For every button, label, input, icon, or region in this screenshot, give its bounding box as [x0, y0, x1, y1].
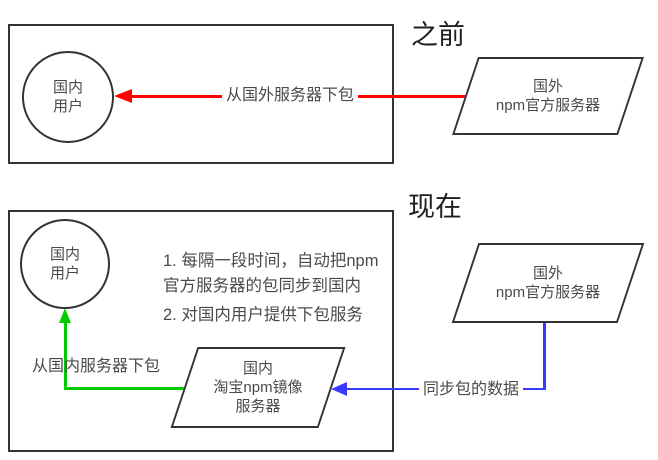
- before-user-node-label: 国内 用户: [52, 79, 83, 115]
- now-foreign-server-label: 国外 npm官方服务器: [495, 265, 601, 301]
- now-title: 现在: [408, 192, 462, 222]
- now-download-arrow-vertical-line: [64, 320, 67, 389]
- sync-arrowhead-icon: [331, 382, 347, 396]
- now-user-node-label: 国内 用户: [49, 246, 80, 282]
- sync-data-label: 同步包的数据: [418, 380, 524, 400]
- before-title: 之前: [411, 20, 465, 50]
- before-foreign-server-label: 国外 npm官方服务器: [495, 78, 601, 114]
- sync-note-2: 2. 对国内用户提供下包服务: [163, 306, 363, 324]
- taobao-mirror-node: 国内 淘宝npm镜像 服务器: [170, 347, 346, 428]
- now-download-arrow-horizontal-line: [64, 387, 198, 390]
- now-download-arrowhead-icon: [59, 308, 71, 323]
- sync-arrow-vertical-line: [543, 322, 546, 390]
- now-download-label: 从国内服务器下包: [32, 358, 161, 375]
- before-download-arrowhead-icon: [114, 89, 132, 103]
- before-foreign-server-node: 国外 npm官方服务器: [452, 57, 644, 135]
- before-boundary-box: [8, 24, 394, 164]
- now-boundary-box: [8, 210, 394, 452]
- now-foreign-server-node: 国外 npm官方服务器: [451, 243, 645, 323]
- taobao-mirror-label: 国内 淘宝npm镜像 服务器: [213, 360, 303, 415]
- sync-note-1: 1. 每隔一段时间，自动把npm 官方服务器的包同步到国内: [163, 252, 379, 295]
- before-download-label: 从国外服务器下包: [221, 86, 359, 106]
- now-user-node: 国内 用户: [20, 219, 110, 309]
- before-user-node: 国内 用户: [22, 51, 114, 143]
